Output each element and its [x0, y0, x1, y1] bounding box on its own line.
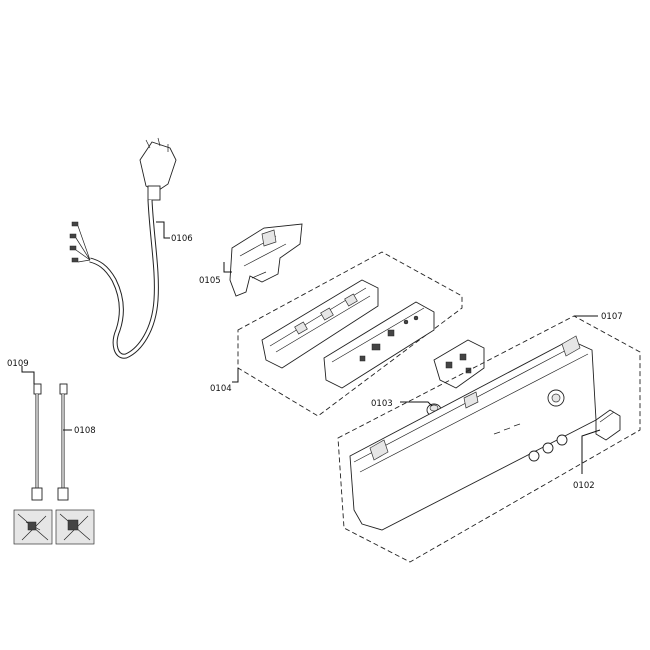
control-module-part-0104[interactable] — [261, 279, 435, 389]
leader-line-0109 — [21, 366, 35, 384]
callout-0105: 0105 — [199, 276, 221, 286]
button-part-0102[interactable] — [595, 409, 621, 441]
callout-0109: 0109 — [7, 359, 29, 369]
callout-0106: 0106 — [171, 234, 193, 244]
power-cord-part-0106[interactable] — [69, 137, 177, 359]
callout-0104: 0104 — [210, 384, 232, 394]
leader-line-0104 — [232, 368, 239, 383]
callout-0102: 0102 — [573, 481, 595, 491]
cable-part-0108[interactable] — [55, 383, 95, 545]
bracket-part-0105[interactable] — [229, 223, 303, 297]
cable-part-0109[interactable] — [13, 383, 53, 545]
leader-line-0103 — [400, 401, 433, 407]
switch-module-part[interactable] — [433, 339, 485, 389]
leader-line-0102 — [581, 429, 601, 474]
callout-0107: 0107 — [601, 312, 623, 322]
leader-line-0105 — [223, 262, 232, 273]
callout-0108: 0108 — [74, 426, 96, 436]
callout-0103: 0103 — [371, 399, 393, 409]
leader-line-0106 — [156, 221, 170, 239]
control-panel-part-0107[interactable] — [349, 335, 597, 531]
